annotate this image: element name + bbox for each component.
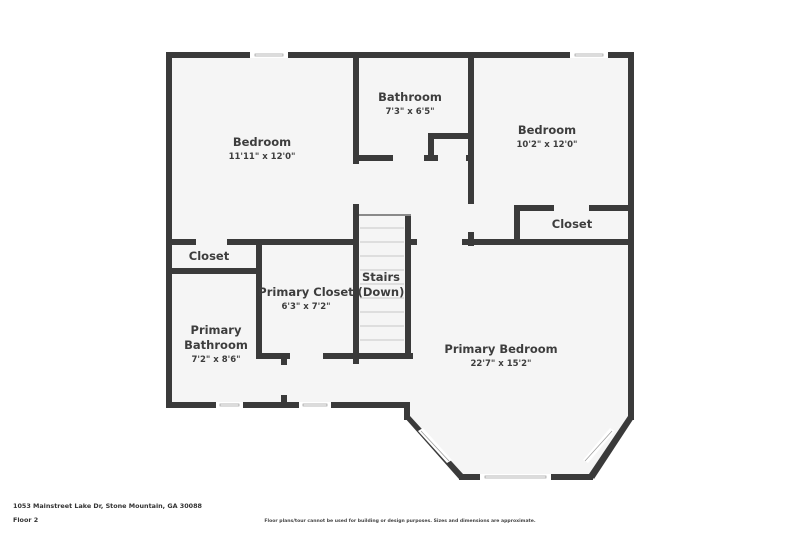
room-name: Primary (191, 323, 242, 337)
floor-label: Floor 2 (13, 516, 39, 524)
room-name-sub: Bathroom (184, 338, 248, 352)
room-closet-left: Closet (189, 249, 230, 263)
room-dimensions: 6'3" x 7'2" (281, 302, 330, 312)
property-address: 1053 Mainstreet Lake Dr, Stone Mountain,… (13, 502, 202, 510)
room-name: Primary Bedroom (444, 342, 557, 356)
room-dimensions: 7'2" x 8'6" (191, 355, 240, 365)
room-closet-bedroom-2: Closet (552, 217, 593, 231)
stair-treads (360, 227, 404, 341)
room-name: Bedroom (518, 123, 576, 137)
room-dimensions: 22'7" x 15'2" (471, 359, 532, 369)
room-bedroom-2: Bedroom 10'2" x 12'0" (517, 123, 578, 150)
disclaimer-text: Floor plans/tour cannot be used for buil… (264, 519, 536, 524)
room-primary-closet: Primary Closet 6'3" x 7'2" (258, 285, 354, 312)
floor-area (168, 54, 632, 478)
room-primary-bedroom: Primary Bedroom 22'7" x 15'2" (444, 342, 557, 369)
room-name-sub: (Down) (358, 285, 405, 299)
room-name: Stairs (362, 270, 400, 284)
room-dimensions: 11'11" x 12'0" (229, 152, 296, 162)
room-name: Primary Closet (258, 285, 354, 299)
room-name: Closet (189, 249, 230, 263)
room-bedroom-1: Bedroom 11'11" x 12'0" (229, 135, 296, 162)
room-name: Bedroom (233, 135, 291, 149)
room-bathroom: Bathroom 7'3" x 6'5" (378, 90, 442, 117)
windows (216, 52, 615, 480)
room-name: Closet (552, 217, 593, 231)
room-stairs: Stairs (Down) (358, 270, 405, 299)
room-dimensions: 7'3" x 6'5" (385, 107, 434, 117)
interior-walls (166, 52, 634, 407)
room-name: Bathroom (378, 90, 442, 104)
room-primary-bathroom: Primary Bathroom 7'2" x 8'6" (184, 323, 248, 365)
room-dimensions: 10'2" x 12'0" (517, 140, 578, 150)
